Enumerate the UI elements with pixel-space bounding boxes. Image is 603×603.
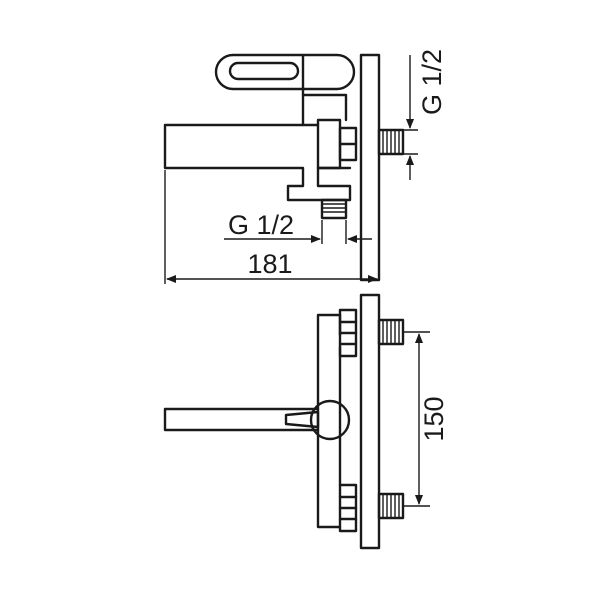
connector-nut-side xyxy=(316,118,342,170)
upper-inlet-thread xyxy=(377,318,405,346)
outlet-thread xyxy=(320,198,348,220)
spout-lever xyxy=(163,407,320,432)
depth-label: 181 xyxy=(247,249,292,279)
inlet-thread-side xyxy=(377,128,405,156)
lever-handle xyxy=(214,53,356,91)
wall-plate-front xyxy=(359,293,381,550)
mixer-body xyxy=(163,87,352,202)
vertical-body xyxy=(316,313,342,529)
spacing-label: 150 xyxy=(419,396,449,441)
lower-inlet-thread xyxy=(377,492,405,520)
wall-plate-side xyxy=(359,53,381,282)
upper-inlet-nut xyxy=(338,308,358,358)
inlet-thread-label: G 1/2 xyxy=(417,49,447,115)
mixer-knob xyxy=(309,399,351,441)
side-view: G 1/2 G 1/2 181 xyxy=(163,49,447,284)
front-view: 150 xyxy=(163,293,449,550)
lower-inlet-nut xyxy=(338,483,358,533)
outlet-thread-label: G 1/2 xyxy=(228,210,294,240)
